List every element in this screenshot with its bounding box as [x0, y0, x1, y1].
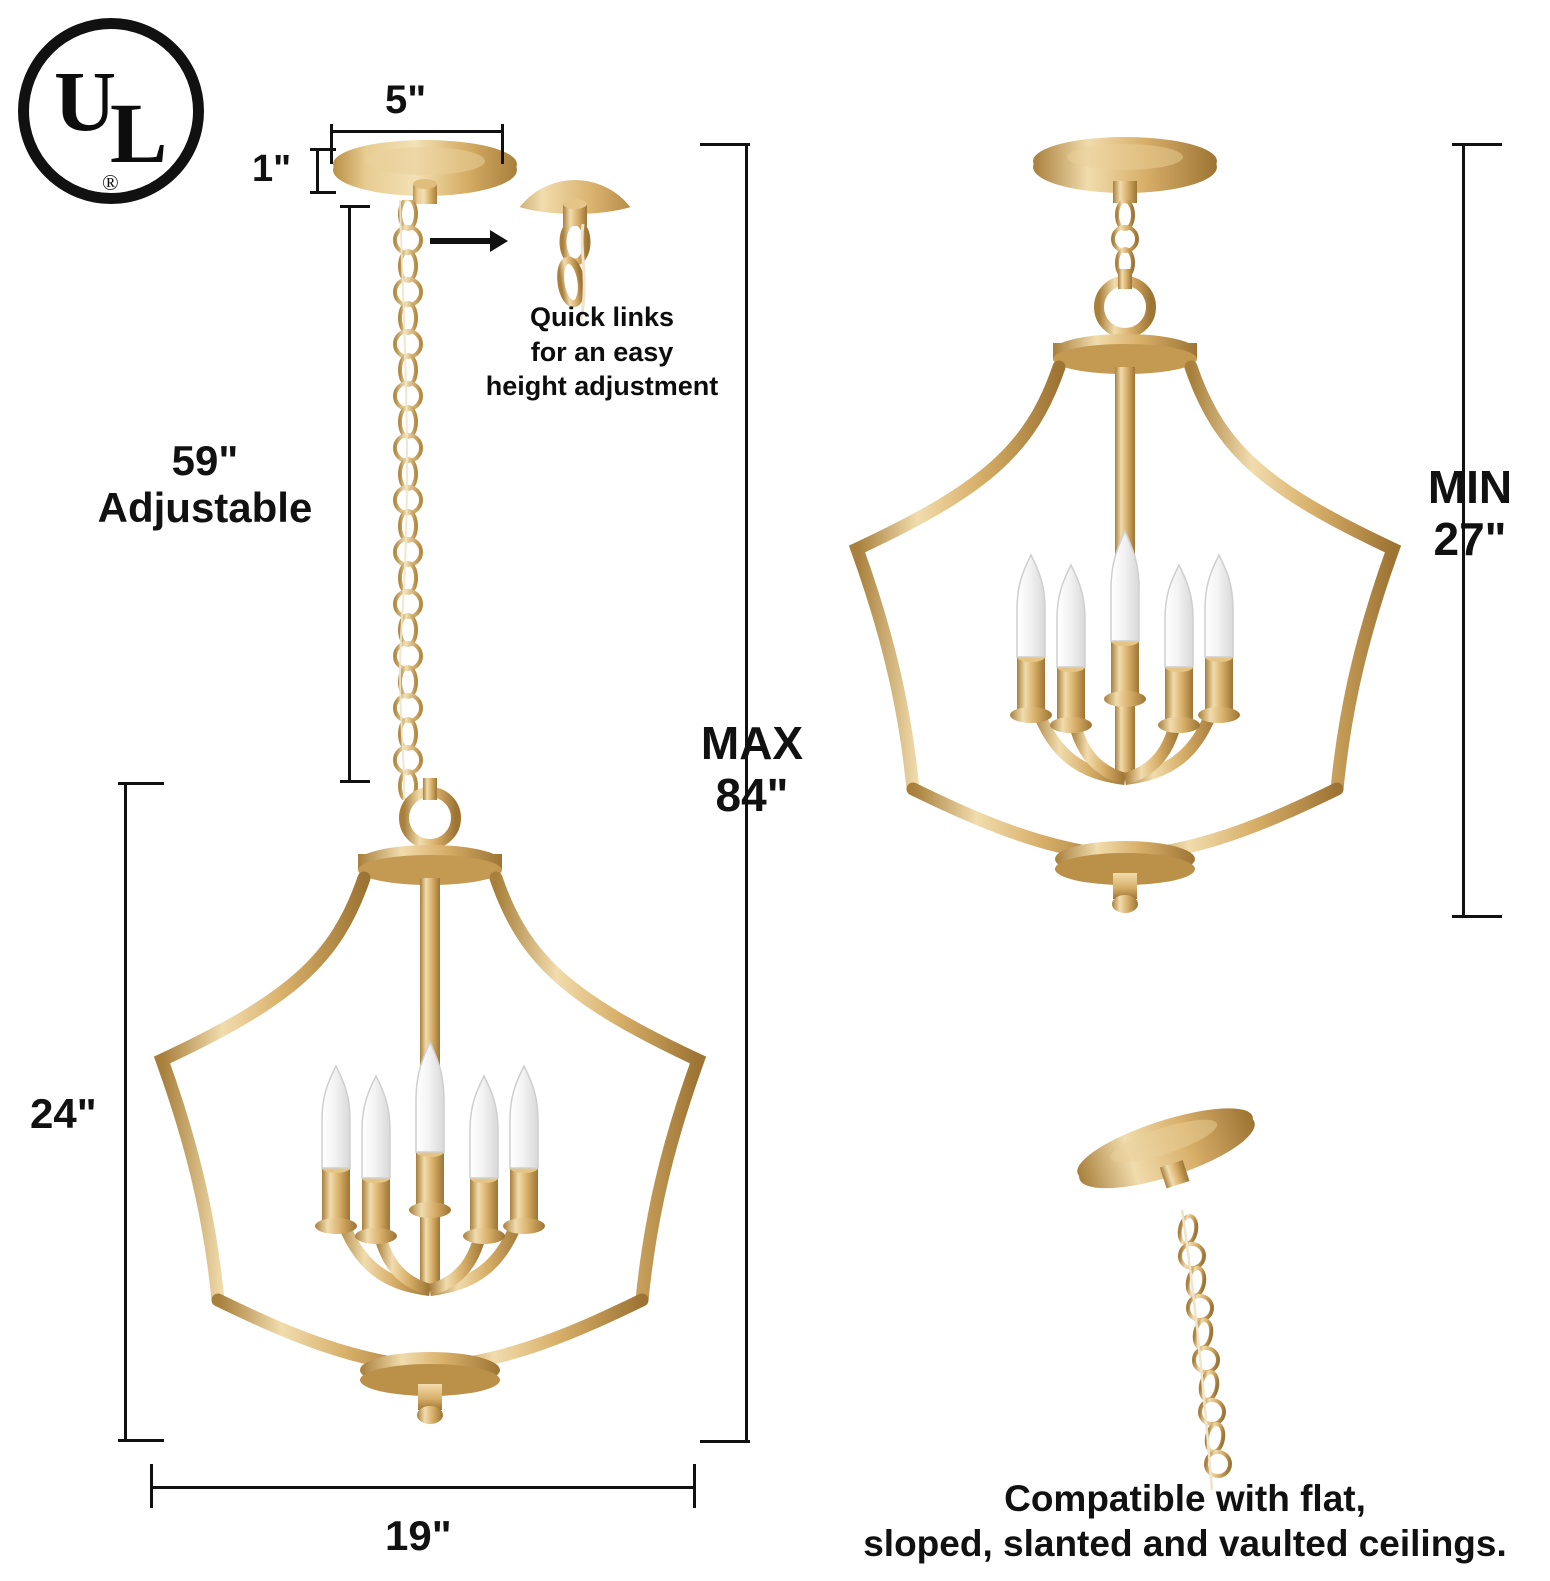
- quick-links-line-1: Quick links: [529, 302, 675, 332]
- dim-max-label-word: MAX: [700, 717, 804, 769]
- dim-fixture-height-label: 24": [30, 1090, 97, 1137]
- ceiling-note-line-1: Compatible with flat,: [1004, 1478, 1366, 1519]
- dim-top-width-tick-right: [501, 124, 504, 164]
- dim-top-width-tick-left: [330, 124, 333, 164]
- dim-chain-length-tick-top: [340, 205, 370, 208]
- ul-certification-logo: U L ®: [18, 18, 218, 218]
- dim-canopy-height-line: [316, 148, 319, 194]
- ul-logo-registered-mark: ®: [102, 170, 119, 195]
- quick-links-line-2: for an easy: [530, 336, 674, 367]
- dim-min-height-line: [1462, 143, 1465, 918]
- dim-fixture-height-line: [124, 782, 127, 1442]
- dim-chain-length-tick-bottom: [340, 780, 370, 783]
- dim-max-label-value: 84": [715, 768, 789, 821]
- dim-top-width-label: 5": [385, 78, 427, 122]
- dim-min-height-label: MIN 27": [1390, 461, 1550, 565]
- dim-canopy-height-tick-top: [310, 148, 336, 151]
- dim-max-height-tick-bottom: [700, 1440, 750, 1443]
- dim-top-width-line: [330, 130, 504, 133]
- dim-fixture-width-label: 19": [385, 1512, 452, 1559]
- callout-arrow-shaft: [430, 238, 492, 244]
- quick-link-closeup: [505, 180, 645, 320]
- pendant-light-with-chain: [140, 770, 720, 1450]
- dim-fixture-width-line: [150, 1486, 696, 1489]
- dim-fixture-width-tick-right: [693, 1464, 696, 1508]
- ul-logo-letter-u: U: [54, 53, 117, 149]
- callout-arrow-head: [490, 230, 508, 252]
- dim-min-height-tick-top: [1452, 143, 1502, 146]
- dim-canopy-height-tick-bottom: [310, 191, 336, 194]
- quick-links-caption: Quick links for an easy height adjustmen…: [452, 300, 752, 404]
- semi-flush-pendant-light: [830, 135, 1420, 935]
- dim-min-label-value: 27": [1433, 512, 1507, 565]
- dim-max-height-label: MAX 84": [672, 717, 832, 821]
- ul-logo-letter-l: L: [110, 85, 168, 181]
- dim-min-label-word: MIN: [1427, 461, 1513, 513]
- dim-chain-length-label: 59" Adjustable: [80, 437, 330, 531]
- quick-links-line-3: height adjustment: [485, 371, 719, 402]
- dim-max-height-line: [745, 143, 748, 1443]
- dim-fixture-width-tick-left: [150, 1464, 153, 1508]
- canopy-top-assembly: [330, 140, 520, 210]
- hanging-chain: [386, 200, 430, 800]
- dim-chain-length-note: Adjustable: [97, 484, 313, 532]
- ceiling-note-line-2: sloped, slanted and vaulted ceilings.: [863, 1523, 1507, 1565]
- ul-logo-ring: [18, 18, 204, 204]
- dim-max-height-tick-top: [700, 143, 750, 146]
- dim-min-height-tick-bottom: [1452, 915, 1502, 918]
- dim-fixture-height-tick-bottom: [118, 1439, 164, 1442]
- dim-chain-length-value: 59": [171, 437, 239, 484]
- dim-fixture-height-tick-top: [118, 782, 164, 785]
- dim-canopy-height-label: 1": [252, 148, 292, 190]
- canopy-with-chain-detail: [1060, 1090, 1300, 1490]
- ceiling-compatibility-caption: Compatible with flat, sloped, slanted an…: [830, 1476, 1540, 1566]
- dim-chain-length-line: [348, 205, 351, 783]
